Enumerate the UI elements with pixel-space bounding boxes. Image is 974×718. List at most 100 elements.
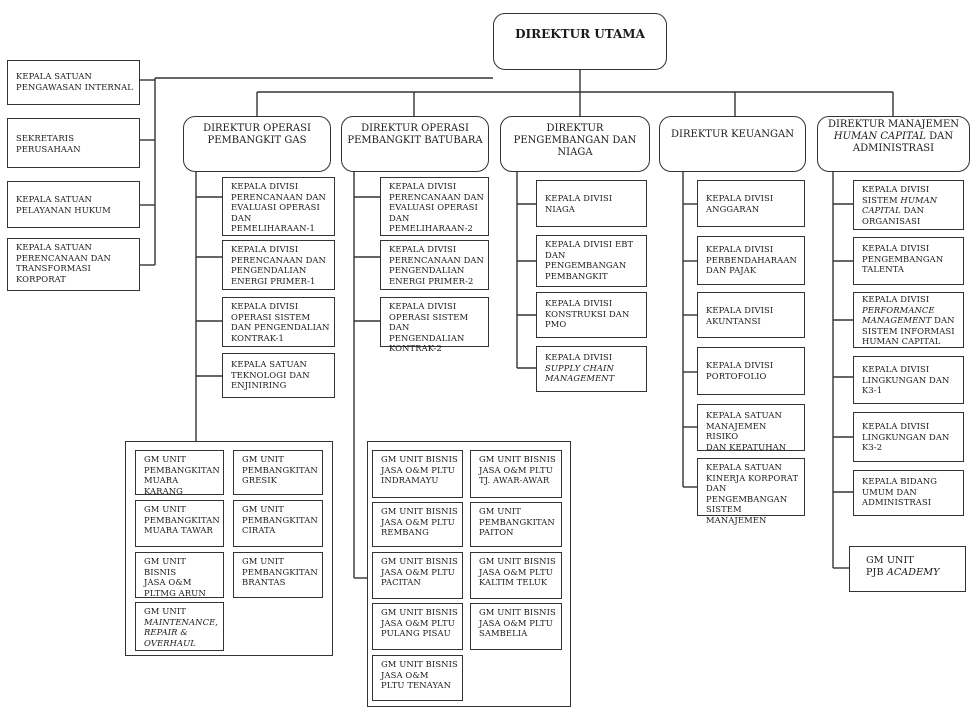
division-box: KEPALA DIVISI PERBENDAHARAAN DAN PAJAK: [697, 236, 805, 285]
gm-unit-line: PEMBANGKITAN: [144, 514, 220, 525]
gm-unit-line: PJB ACADEMY: [866, 567, 940, 578]
division-line: PEMELIHARAAN-1: [231, 223, 315, 234]
division-line: LINGKUNGAN DAN: [862, 431, 950, 442]
division-box: KEPALA DIVISI PORTOFOLIO: [697, 347, 805, 395]
gm-unit-line: MUARA KARANG: [144, 475, 183, 496]
division-line: KEPALA DIVISI: [545, 193, 613, 203]
gm-unit-line: PLTMG ARUN: [144, 587, 206, 598]
division-line: PEMBANGKIT: [545, 270, 608, 281]
division-box: KEPALA DIVISI NIAGA: [536, 180, 647, 227]
staff-unit-line: PERUSAHAAN: [16, 143, 81, 154]
gm-unit-line: SAMBELIA: [479, 628, 528, 639]
division-line: NIAGA: [545, 203, 575, 214]
gm-unit-box: GM UNIT BISNIS JASA O&M PLTU TENAYAN: [372, 655, 463, 701]
director-title-line: DIREKTUR: [361, 123, 418, 134]
gm-unit-line: GM UNIT: [144, 504, 186, 514]
gm-unit-line: REMBANG: [381, 527, 429, 538]
direktur-utama-line: DIREKTUR: [515, 27, 591, 41]
division-line: DAN: [231, 212, 252, 223]
gm-unit-line: KALTIM TELUK: [479, 577, 548, 588]
gm-unit-box: GM UNIT BISNIS JASA O&M PLTU SAMBELIA: [470, 603, 562, 650]
gm-unit-line: MUARA TAWAR: [144, 525, 213, 536]
staff-unit-box: SEKRETARIS PERUSAHAAN: [7, 118, 140, 168]
gm-unit-line: PEMBANGKITAN: [479, 516, 555, 527]
division-line: DAN PENGENDALIAN: [389, 322, 465, 343]
division-box: KEPALA DIVISI OPERASI SISTEM DAN PENGEND…: [222, 297, 335, 347]
division-line: PENGEMBANGAN: [545, 260, 627, 271]
division-box: KEPALA DIVISI PERENCANAAN DAN EVALUASI O…: [222, 177, 335, 236]
division-line: KEPALA DIVISI: [231, 244, 299, 254]
division-box: KEPALA DIVISI AKUNTANSI: [697, 292, 805, 338]
division-box: KEPALA DIVISI SISTEM HUMAN CAPITAL DAN O…: [853, 180, 964, 230]
staff-unit-line: PENGAWASAN INTERNAL: [16, 81, 133, 92]
division-line: ENERGI PRIMER-1: [231, 275, 316, 286]
gm-unit-line: REPAIR &: [144, 627, 188, 638]
gm-unit-line: GM UNIT: [242, 556, 284, 566]
division-line: MANAJEMEN RISIKO: [706, 420, 767, 442]
division-line: KEPALA DIVISI: [389, 181, 457, 191]
gm-unit-line: JASA O&M PLTU: [479, 566, 553, 577]
division-line: KINERJA KORPORAT: [706, 472, 799, 483]
gm-unit-box: GM UNIT PEMBANGKITAN GRESIK: [233, 450, 323, 495]
gm-units-frame-batubara: [367, 441, 571, 707]
gm-unit-box: GM UNIT BISNIS JASA O&M PLTU TJ. AWAR-AW…: [470, 450, 562, 498]
gm-unit-line: PEMBANGKITAN: [242, 464, 318, 475]
division-box: KEPALA DIVISI OPERASI SISTEM DAN PENGEND…: [380, 297, 489, 353]
division-line: EVALUASI OPERASI: [389, 202, 478, 213]
division-line: TALENTA: [862, 264, 905, 275]
division-line: MANAGEMENT: [545, 373, 615, 384]
gm-unit-line: GM UNIT BISNIS: [479, 607, 556, 617]
staff-unit-line: KEPALA SATUAN: [16, 194, 92, 204]
gm-unit-line: GM UNIT: [866, 555, 914, 566]
director-title-line: DIREKTUR: [203, 123, 260, 134]
division-box: KEPALA DIVISI PERENCANAAN DAN EVALUASI O…: [380, 177, 489, 236]
gm-unit-box: GM UNIT PEMBANGKITAN BRANTAS: [233, 552, 323, 598]
division-line: CAPITAL DAN: [862, 205, 924, 216]
division-line: KEPALA DIVISI: [706, 193, 774, 203]
division-line: DAN: [706, 483, 727, 494]
division-line: KEPALA BIDANG: [862, 476, 938, 486]
gm-unit-line: JASA O&M PLTU: [479, 617, 553, 628]
division-box: KEPALA DIVISI LINGKUNGAN DAN K3-1: [853, 356, 964, 404]
division-line: PENGEMBANGAN: [706, 493, 788, 504]
gm-unit-box: GM UNIT MAINTENANCE, REPAIR & OVERHAUL: [135, 602, 224, 651]
director-title-line: DIREKTUR: [546, 123, 604, 134]
staff-unit-box: KEPALA SATUAN PENGAWASAN INTERNAL: [7, 60, 140, 105]
division-line: PERBENDAHARAAN: [706, 254, 797, 265]
director-box-human-capital: DIREKTUR MANAJEMEN HUMAN CAPITAL DAN ADM…: [817, 116, 970, 172]
division-line: HUMAN CAPITAL: [862, 336, 941, 347]
director-title-line: ADMINISTRASI: [852, 143, 935, 154]
director-title-line: GAS: [284, 135, 307, 146]
director-title-line: PENGEMBANGAN DAN: [513, 135, 637, 146]
division-line: PERENCANAAN DAN: [231, 191, 326, 202]
division-line: PORTOFOLIO: [706, 370, 767, 381]
staff-unit-box: KEPALA SATUAN PERENCANAAN DAN TRANSFORMA…: [7, 238, 140, 291]
division-box: KEPALA DIVISI PERENCANAAN DAN PENGENDALI…: [222, 240, 335, 290]
director-title-line: NIAGA: [557, 147, 593, 158]
gm-unit-line: GM UNIT BISNIS: [144, 556, 186, 577]
division-line: KEPALA SATUAN: [706, 462, 782, 472]
division-line: KEPALA DIVISI: [545, 352, 613, 362]
staff-unit-line: PELAYANAN HUKUM: [16, 204, 111, 215]
director-title-line: DIREKTUR: [827, 119, 885, 130]
director-box-batubara: DIREKTUR OPERASI PEMBANGKIT BATUBARA: [341, 116, 489, 172]
staff-unit-line: KORPORAT: [16, 273, 66, 284]
gm-unit-line: JASA O&M: [381, 669, 429, 680]
division-box: KEPALA BIDANG UMUM DAN ADMINISTRASI: [853, 470, 964, 516]
division-line: KEPALA DIVISI: [862, 421, 930, 431]
gm-unit-line: GM UNIT BISNIS: [381, 454, 458, 464]
gm-unit-line: JASA O&M PLTU: [381, 617, 455, 628]
gm-units-frame-gas: [125, 441, 333, 656]
division-line: KEPALA DIVISI: [706, 305, 774, 315]
division-line: KEPALA DIVISI: [862, 364, 930, 374]
division-line: KEPALA DIVISI: [545, 298, 613, 308]
gm-unit-box: GM UNIT BISNIS JASA O&M PLTMG ARUN: [135, 552, 224, 598]
division-line: KEPALA DIVISI: [862, 294, 930, 304]
gm-unit-box: GM UNIT BISNIS JASA O&M PLTU PACITAN: [372, 552, 463, 599]
division-box: KEPALA DIVISI PENGEMBANGAN TALENTA: [853, 237, 964, 285]
division-line: PERENCANAAN DAN: [389, 191, 484, 202]
division-line: ADMINISTRASI: [862, 497, 932, 508]
gm-unit-line: BRANTAS: [242, 577, 286, 588]
gm-unit-line: PEMBANGKITAN: [242, 514, 318, 525]
